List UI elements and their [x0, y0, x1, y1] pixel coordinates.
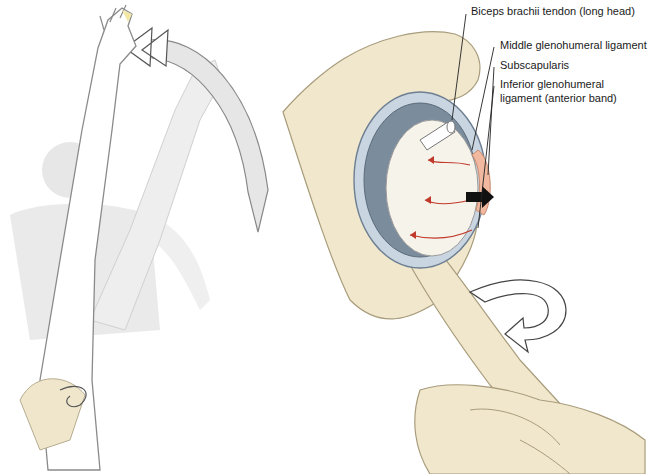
joint-capsule [354, 92, 486, 268]
forearm-bones [415, 385, 645, 474]
humeral-head [386, 120, 478, 256]
ligament-arrows [410, 160, 472, 238]
leader-line [452, 14, 494, 228]
rotation-arrow [470, 280, 566, 352]
part-label: Inferior glenohumeral ligament (anterior… [500, 77, 648, 105]
biceps-tendon [420, 122, 455, 150]
part-label: Subscapularis [500, 58, 648, 72]
motion-arrow [150, 40, 268, 232]
hand [100, 5, 126, 30]
fingertip-highlight [122, 10, 132, 22]
part-label: Biceps brachii tendon (long head) [471, 4, 647, 18]
ligament-arrowheads [410, 156, 434, 239]
scapula-small [20, 379, 85, 450]
part-label: Middle glenohumeral ligament [500, 38, 648, 52]
tendon-end [447, 121, 455, 133]
forearm-detail [470, 409, 570, 474]
translation-arrow [466, 186, 494, 208]
rotation-arrow-small [60, 386, 86, 406]
subscapularis [472, 150, 490, 215]
